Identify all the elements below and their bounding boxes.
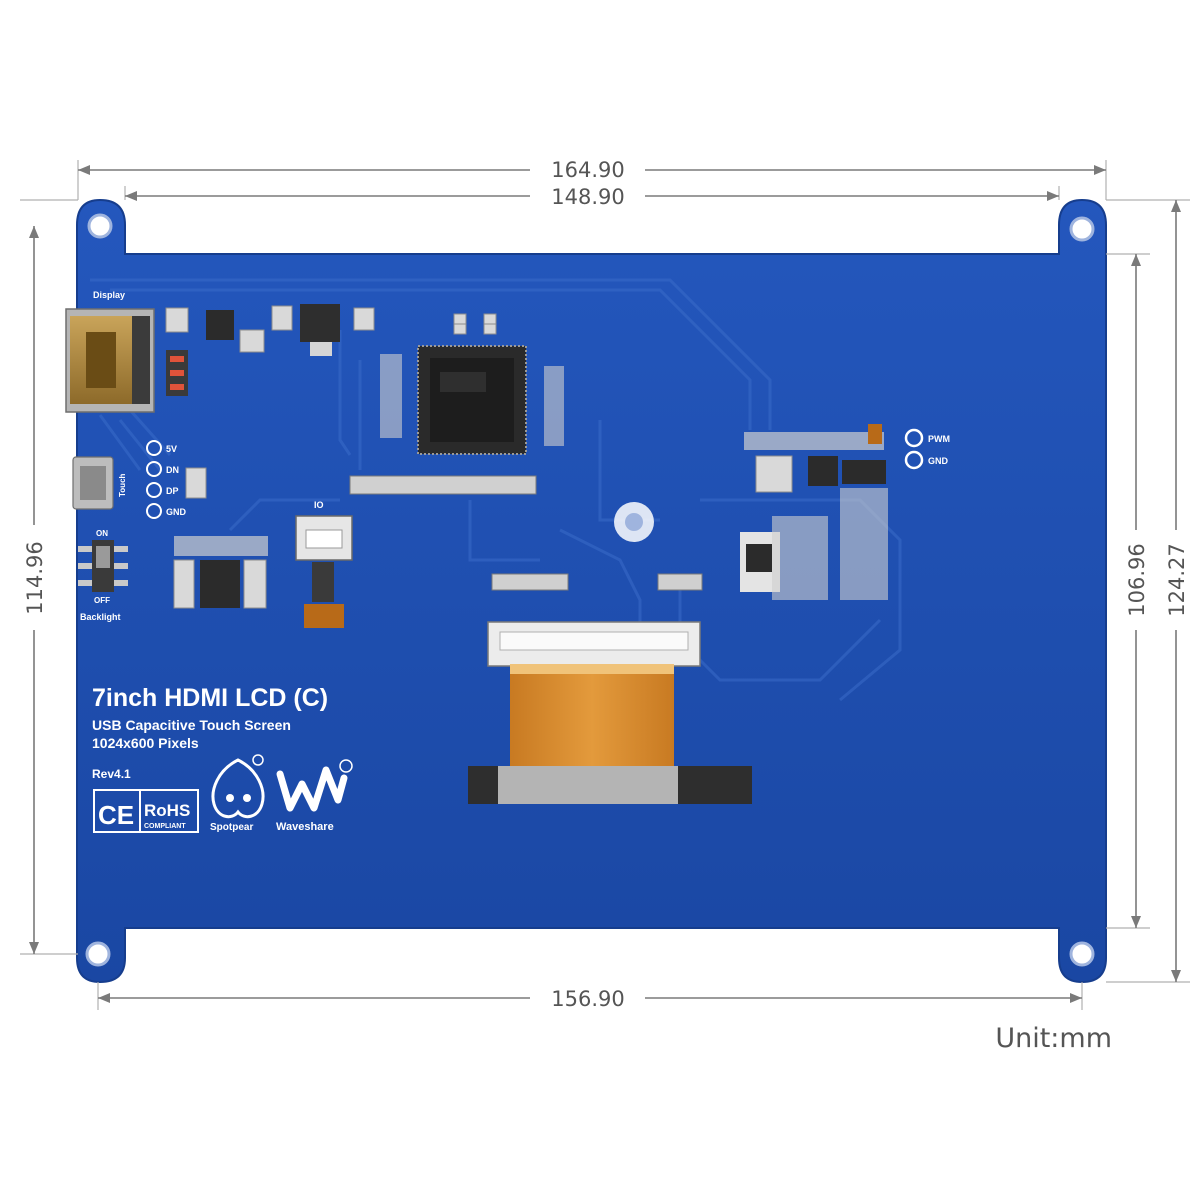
mount-hole-bottom-right: [1069, 941, 1095, 967]
switch-off-label: OFF: [94, 596, 110, 605]
rohs-mark: RoHS: [144, 801, 190, 820]
pwm-gnd-pads: [904, 428, 924, 470]
board-subtitle-2: 1024x600 Pixels: [92, 735, 199, 751]
brand-spotpear: Spotpear: [210, 822, 253, 833]
fpc-connector: [468, 621, 752, 804]
mount-hole-top-left: [87, 213, 113, 239]
main-controller-ic: [380, 313, 564, 455]
pin-label-pwm: PWM: [928, 434, 950, 444]
spotpear-logo: [211, 754, 265, 819]
dim-left-height: 114.96: [23, 541, 47, 614]
brand-waveshare: Waveshare: [276, 821, 334, 833]
smd-components-top-left: [165, 304, 375, 396]
board-title: 7inch HDMI LCD (C): [92, 684, 328, 712]
backlight-switch: [78, 540, 128, 592]
rohs-compliant: COMPLIANT: [144, 823, 186, 830]
touch-label: Touch: [118, 473, 127, 497]
mount-hole-top-right: [1069, 216, 1095, 242]
unit-label: Unit:mm: [995, 1023, 1112, 1054]
display-label: Display: [93, 290, 125, 300]
usb-pin-pads: [146, 440, 162, 519]
hdmi-connector: [65, 308, 155, 413]
waveshare-logo: [276, 759, 353, 812]
ce-mark: CE: [98, 800, 134, 830]
dim-top-outer: 164.90: [551, 158, 624, 182]
certification-logos: [93, 789, 199, 833]
pin-label-gnd: GND: [166, 507, 187, 517]
dim-top-inner: 148.90: [551, 185, 624, 209]
mount-hole-bottom-left: [85, 941, 111, 967]
pin-label-gnd-right: GND: [928, 456, 949, 466]
pin-label-dp: DP: [166, 486, 179, 496]
smd-components-left-middle: [173, 467, 268, 609]
pin-label-5v: 5V: [166, 444, 177, 454]
dimension-lines: [20, 160, 1190, 1010]
pin-label-dn: DN: [166, 465, 179, 475]
board-subtitle-1: USB Capacitive Touch Screen: [92, 717, 291, 733]
dim-bottom: 156.90: [551, 987, 624, 1011]
switch-on-label: ON: [96, 529, 108, 538]
dim-right-inner-height: 106.96: [1125, 543, 1149, 616]
board-revision: Rev4.1: [92, 767, 131, 781]
io-label: IO: [314, 500, 324, 510]
io-connector: [295, 515, 353, 628]
pin-header-row: [349, 475, 703, 591]
usb-touch-connector: [72, 456, 114, 510]
backlight-label: Backlight: [80, 612, 121, 622]
dim-right-outer-height: 124.27: [1165, 543, 1189, 616]
smd-components-right: [740, 424, 888, 600]
